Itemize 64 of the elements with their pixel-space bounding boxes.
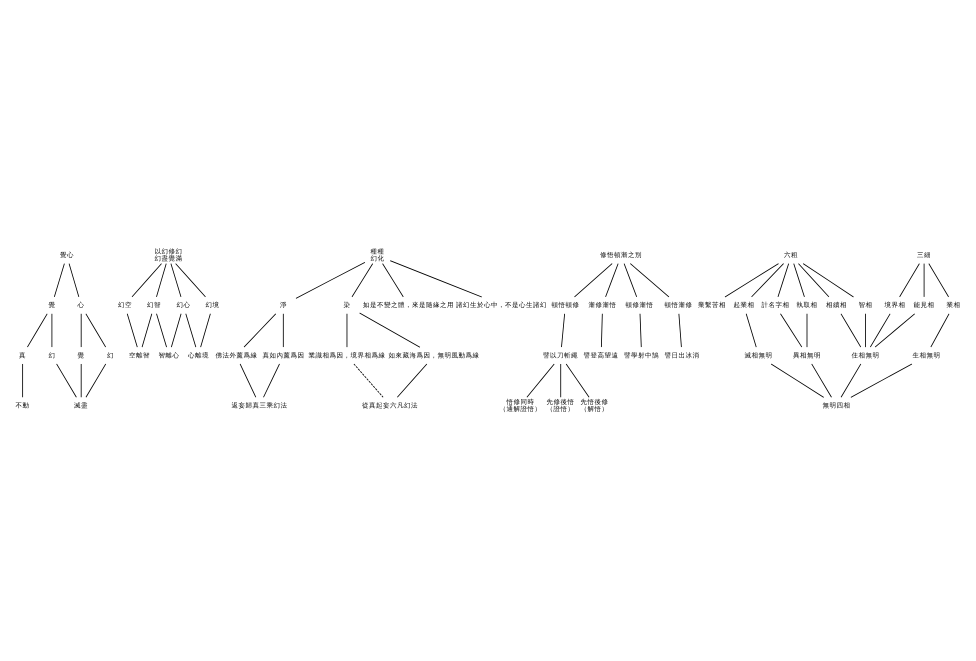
connector <box>840 313 862 348</box>
connector <box>640 313 642 348</box>
connector <box>746 313 757 348</box>
connector <box>778 263 790 298</box>
connector <box>630 263 670 298</box>
connector <box>382 263 404 298</box>
connector <box>751 263 784 298</box>
connector <box>899 263 920 298</box>
connector <box>874 313 916 348</box>
connector <box>605 263 619 298</box>
connector <box>352 263 374 298</box>
connector <box>244 313 276 348</box>
connector <box>870 313 891 348</box>
connector <box>156 263 167 298</box>
connector <box>240 364 256 398</box>
connector <box>296 262 366 299</box>
connector <box>793 263 805 298</box>
connector <box>80 313 82 348</box>
connector <box>54 263 65 298</box>
connector <box>811 364 832 398</box>
connector <box>678 313 682 348</box>
connector <box>865 313 866 348</box>
connector <box>802 263 854 298</box>
connector <box>282 313 284 348</box>
connector <box>924 263 925 298</box>
connector <box>724 263 779 298</box>
connector <box>68 263 80 298</box>
connector <box>561 313 566 348</box>
connector <box>840 364 862 398</box>
connector <box>574 263 613 298</box>
connector <box>600 313 603 348</box>
connector <box>526 364 555 398</box>
connector <box>780 313 802 348</box>
connector <box>566 364 590 398</box>
connector <box>22 364 24 398</box>
connector <box>263 364 280 398</box>
connector <box>200 313 211 348</box>
connector <box>56 364 77 398</box>
connector <box>80 364 82 398</box>
connector <box>560 364 562 398</box>
connector <box>354 364 384 398</box>
connector <box>798 263 830 298</box>
connector <box>346 313 348 348</box>
connector <box>27 313 48 348</box>
connector <box>86 364 106 398</box>
connector <box>390 260 482 298</box>
connector <box>928 263 949 298</box>
connector <box>185 313 196 348</box>
connector <box>770 364 824 398</box>
connector <box>85 313 106 348</box>
connector <box>930 313 950 348</box>
connector <box>142 313 152 348</box>
connector <box>170 313 182 348</box>
connector <box>806 313 808 348</box>
connector <box>170 263 182 298</box>
connector <box>175 263 206 298</box>
connector <box>396 364 428 398</box>
connector <box>51 313 52 348</box>
connector <box>126 313 138 348</box>
connector <box>624 263 638 298</box>
connector <box>850 364 912 398</box>
connector <box>359 312 420 348</box>
connector <box>132 263 162 298</box>
connector <box>156 313 167 348</box>
